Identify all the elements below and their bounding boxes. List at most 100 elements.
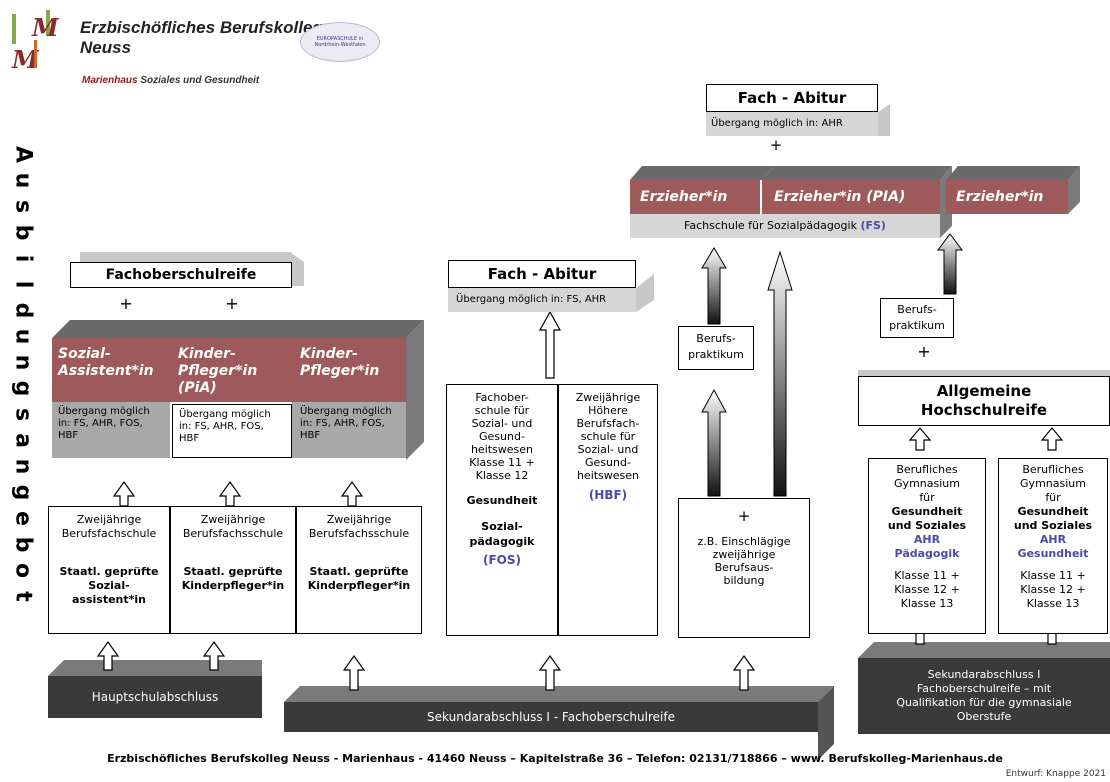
- berufspraktikum-right-label: Berufs- praktikum: [889, 303, 945, 332]
- erzieher-card-right: Erzieher*in: [946, 180, 1068, 214]
- school-type: Zweijährige Berufsfachsschule: [308, 513, 410, 540]
- erzieher-pia-title: Erzieher*in (PIA): [774, 189, 906, 205]
- hauptschulabschluss-label: Hauptschulabschluss: [91, 690, 219, 704]
- base2-side: [818, 686, 834, 760]
- mid-fach-abitur-title: Fach - Abitur: [487, 265, 597, 283]
- school-box-kinderpfleger-pia: Zweijährige Berufsfachsschule Staatl. ge…: [170, 506, 296, 634]
- fos-bold-2: Sozial- pädagogik: [469, 520, 535, 548]
- school-degree: Staatl. geprüfte Sozial- assistent*in: [59, 565, 159, 606]
- kinderpfleger-note: Übergang möglich in: FS, AHR, FOS, HBF: [292, 402, 406, 458]
- subtitle-rest: Soziales und Gesundheit: [137, 75, 260, 86]
- erzieher3-side: [1068, 166, 1080, 214]
- school-subtitle: Marienhaus Soziales und Gesundheit: [82, 75, 259, 86]
- fachschule-abbr: (FS): [860, 219, 886, 232]
- gym1-blue-2: Pädagogik: [894, 547, 960, 560]
- erzieher-card-top: [630, 166, 774, 180]
- school-degree: Staatl. geprüfte Kinderpfleger*in: [181, 565, 285, 592]
- kinderpfleger-pia-title-2: Pfleger*in: [178, 363, 258, 379]
- kinderpfleger-pia-title-3: (PiA): [178, 380, 217, 396]
- ausbildung-text: z.B. Einschlägige zweijährige Berufsaus-…: [697, 535, 791, 587]
- mid-fach-abitur-box: Fach - Abitur: [448, 260, 636, 288]
- ausbildung-box: + z.B. Einschlägige zweijährige Berufsau…: [678, 498, 810, 638]
- left-cards-side: [406, 320, 424, 460]
- sozialassistent-note: Übergang möglich in: FS, AHR, FOS, HBF: [52, 402, 170, 458]
- mid-fach-abitur-note: Übergang möglich in: FS, AHR: [448, 288, 636, 312]
- gym1-classes: Klasse 11 + Klasse 12 + Klasse 13: [894, 569, 960, 610]
- school-type: Zweijährige Berufsfachsschule: [182, 513, 284, 540]
- kinderpfleger-title-1: Kinder-: [300, 346, 358, 362]
- gym2-blue-2: Gesundheit: [1017, 547, 1089, 560]
- fos-abbr: (FOS): [482, 553, 521, 567]
- erzieher3-top: [946, 166, 1080, 180]
- left-cards-top: [52, 320, 424, 338]
- europaschule-text: EUROPASCHULE in Nordrhein-Westfalen: [314, 36, 366, 48]
- sekundarabschluss-qualifikation-base: Sekundarabschluss I Fachoberschulreife –…: [858, 658, 1110, 734]
- fachoberschulreife-title: Fachoberschulreife: [105, 267, 257, 283]
- school-name: Erzbischöfliches Berufskolleg Neuss: [80, 18, 323, 58]
- fosr-shadow: [80, 252, 304, 286]
- top-fach-abitur-note: Übergang möglich in: AHR: [706, 112, 878, 136]
- school-type: Zweijährige Berufsfachschule: [61, 513, 157, 540]
- base2-top: [284, 686, 834, 702]
- gym1-bold: Gesundheit und Soziales: [887, 505, 967, 532]
- school-name-line1: Erzbischöfliches Berufskolleg: [80, 18, 323, 37]
- hochschulreife-title: Allgemeine Hochschulreife: [920, 382, 1048, 419]
- school-name-line2: Neuss: [80, 38, 132, 57]
- kinderpfleger-pia-title-1: Kinder-: [178, 346, 236, 362]
- gym2-blue-1: AHR: [1039, 533, 1067, 546]
- left-plus-2: +: [225, 294, 239, 313]
- gym2-classes: Klasse 11 + Klasse 12 + Klasse 13: [1020, 569, 1086, 610]
- erzieher-right-title: Erzieher*in: [956, 189, 1044, 205]
- hbf-box: Zweijährige Höhere Berufsfach- schule fü…: [558, 384, 658, 636]
- hbf-text: Zweijährige Höhere Berufsfach- schule fü…: [575, 391, 641, 482]
- fos-text: Fachober- schule für Sozial- und Gesund-…: [469, 391, 535, 482]
- ahr-shadow: [858, 370, 1110, 376]
- top-fach-abitur-box: Fach - Abitur: [706, 84, 878, 112]
- right-plus: +: [917, 342, 931, 361]
- base3-top: [858, 642, 1110, 658]
- sekundarabschluss-qualifikation-label: Sekundarabschluss I Fachoberschulreife –…: [896, 668, 1072, 723]
- berufspraktikum-mid-box: Berufs- praktikum: [678, 326, 754, 370]
- footer-address: Erzbischöfliches Berufskolleg Neuss - Ma…: [107, 752, 1003, 765]
- fachschule-bar: Fachschule für Sozialpädagogik (FS): [630, 214, 940, 238]
- svg-text:M: M: [31, 13, 60, 42]
- kinderpfleger-title-2: Pfleger*in: [300, 363, 380, 379]
- gym1-blue-1: AHR: [913, 533, 941, 546]
- subtitle-marienhaus: Marienhaus: [82, 75, 138, 86]
- fos-bold-1: Gesundheit: [466, 494, 538, 507]
- fos-box: Fachober- schule für Sozial- und Gesund-…: [446, 384, 558, 636]
- berufspraktikum-mid-label: Berufs- praktikum: [688, 332, 744, 361]
- kinderpfleger-card: Kinder- Pfleger*in: [292, 338, 406, 402]
- gym2-text: Berufliches Gymnasium für: [1020, 463, 1086, 504]
- gymnasium-gesundheit-box: Berufliches Gymnasium für Gesundheit und…: [998, 458, 1108, 634]
- erzieher-card-top2: [762, 166, 952, 180]
- hbf-abbr: (HBF): [588, 488, 628, 502]
- hochschulreife-box: Allgemeine Hochschulreife: [858, 376, 1110, 426]
- top-plus: +: [769, 136, 783, 154]
- fachschule-label: Fachschule für Sozialpädagogik: [684, 219, 861, 232]
- erzieher-card: Erzieher*in: [630, 180, 760, 214]
- sozialassistent-card: Sozial- Assistent*in: [52, 338, 170, 402]
- sozialassistent-title-1: Sozial-: [58, 346, 111, 362]
- left-plus-1: +: [119, 294, 133, 313]
- gym2-bold: Gesundheit und Soziales: [1013, 505, 1093, 532]
- kinderpfleger-pia-card: Kinder- Pfleger*in (PiA): [170, 338, 292, 402]
- erzieher-pia-card: Erzieher*in (PIA): [762, 180, 940, 214]
- gym1-text: Berufliches Gymnasium für: [894, 463, 960, 504]
- gradient-arrow-icons: [701, 233, 963, 497]
- base1-top: [48, 660, 262, 676]
- sekundarabschluss-base: Sekundarabschluss I - Fachoberschulreife: [284, 702, 818, 732]
- school-box-sozialassistent: Zweijährige Berufsfachschule Staatl. gep…: [48, 506, 170, 634]
- hauptschulabschluss-base: Hauptschulabschluss: [48, 676, 262, 718]
- kinderpfleger-pia-note: Übergang möglich in: FS, AHR, FOS, HBF: [172, 404, 292, 458]
- fachoberschulreife-box: Fachoberschulreife: [70, 262, 292, 288]
- sozialassistent-title-2: Assistent*in: [58, 363, 154, 379]
- gymnasium-paedagogik-box: Berufliches Gymnasium für Gesundheit und…: [868, 458, 986, 634]
- school-box-kinderpfleger: Zweijährige Berufsfachsschule Staatl. ge…: [296, 506, 422, 634]
- school-logo: M M: [10, 8, 72, 74]
- ausbildung-plus: +: [737, 507, 751, 525]
- sekundarabschluss-label: Sekundarabschluss I - Fachoberschulreife: [427, 710, 675, 724]
- europaschule-badge: EUROPASCHULE in Nordrhein-Westfalen: [300, 22, 380, 62]
- school-degree: Staatl. geprüfte Kinderpfleger*in: [307, 565, 411, 592]
- top-fach-abitur-title: Fach - Abitur: [737, 89, 847, 107]
